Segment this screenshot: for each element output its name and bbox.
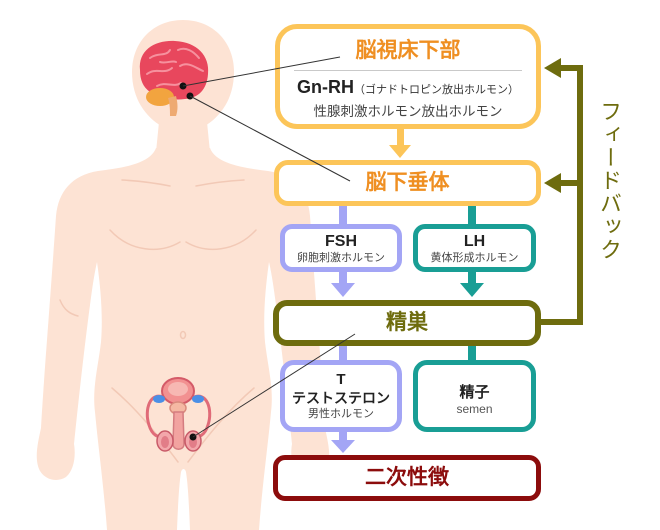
brain-gyrus: [159, 60, 177, 64]
arrow-hypothalamus-to-pituitary: [389, 127, 411, 158]
lh-name: LH: [463, 232, 486, 250]
testosterone-full-name: テストステロン: [292, 390, 390, 406]
fsh-box: FSH 卵胞刺激ホルモン: [280, 224, 402, 272]
arrow-testosterone-to-secondary-sex-characteristics: [331, 430, 355, 453]
testis-title: 精巣: [386, 311, 428, 334]
feedback-label: フィードバック: [597, 100, 622, 261]
seminal-vesicle-right: [192, 395, 204, 403]
testis-box: 精巣: [273, 300, 541, 346]
brain-cerebellum: [146, 88, 174, 106]
testosterone-box: T テストステロン 男性ホルモン: [280, 360, 402, 432]
hypothalamus-box: 脳視床下部 Gn-RH（ゴナドトロピン放出ホルモン） 性腺刺激ホルモン放出ホルモ…: [275, 24, 541, 129]
arrow-head: [460, 283, 484, 297]
brain-gyrus: [146, 67, 173, 75]
feedback-arrowhead-hypothalamus: [544, 58, 561, 78]
hypothalamus-title: 脳視床下部: [355, 39, 461, 62]
arrow-shaft: [339, 270, 347, 285]
pituitary-title: 脳下垂体: [365, 171, 450, 194]
sperm-description: semen: [456, 401, 493, 416]
secondary-sex-characteristics-box: 二次性徴: [273, 455, 541, 501]
brain-stem: [168, 96, 178, 116]
hypothalamus-marker-dot: [179, 82, 187, 90]
connector-testis-to-sperm: [468, 344, 476, 362]
fsh-name: FSH: [325, 232, 357, 250]
arrow-fsh-to-testis: [331, 270, 355, 297]
contour-right-chest: [185, 229, 257, 251]
testis-marker-dot: [189, 433, 197, 441]
arrow-lh-to-testis: [460, 270, 484, 297]
lh-box: LH 黄体形成ホルモン: [413, 224, 536, 272]
gnrh-full-name: 性腺刺激ホルモン放出ホルモン: [313, 104, 503, 119]
arrow-head: [331, 283, 355, 297]
feedback-arrow: [540, 58, 583, 325]
feedback-line-main: [540, 65, 583, 325]
sperm-name: 精子: [459, 383, 490, 401]
gnrh-abbreviation: Gn-RH: [297, 77, 354, 97]
testosterone-abbreviation: T: [336, 371, 346, 388]
brain-gyrus: [156, 82, 182, 87]
contour-left-elbow: [59, 299, 79, 317]
arrow-head: [389, 145, 411, 158]
hypothalamus-divider: [294, 70, 522, 71]
seminal-vesicle-left: [153, 395, 165, 403]
gnrh-note: （ゴナドトロピン放出ホルモン）: [354, 84, 519, 96]
contour-left-chest: [109, 229, 181, 251]
pituitary-marker-dot: [186, 92, 194, 100]
lh-description: 黄体形成ホルモン: [430, 251, 519, 264]
sperm-box: 精子 semen: [413, 360, 536, 432]
fsh-description: 卵胞刺激ホルモン: [297, 251, 385, 264]
testis-left-inner: [161, 436, 169, 448]
testosterone-description: 男性ホルモン: [308, 408, 374, 420]
bladder-inner: [168, 382, 188, 396]
arrow-head: [331, 440, 355, 453]
connector-pituitary-to-lh: [468, 204, 476, 226]
arrow-shaft: [397, 127, 404, 147]
brain-gyrus: [177, 47, 200, 59]
pituitary-box: 脳下垂体: [274, 160, 541, 206]
brain-gyrus: [149, 49, 171, 59]
connector-pituitary-to-fsh: [339, 204, 347, 226]
gnrh-row: Gn-RH（ゴナドトロピン放出ホルモン）: [297, 76, 519, 101]
arrow-shaft: [468, 270, 476, 285]
feedback-arrowhead-pituitary: [544, 173, 561, 193]
contour-navel: [179, 330, 187, 340]
penis: [172, 411, 185, 450]
secondary-sex-characteristics-title: 二次性徴: [365, 466, 449, 489]
contour-left-clavicle: [121, 179, 171, 187]
